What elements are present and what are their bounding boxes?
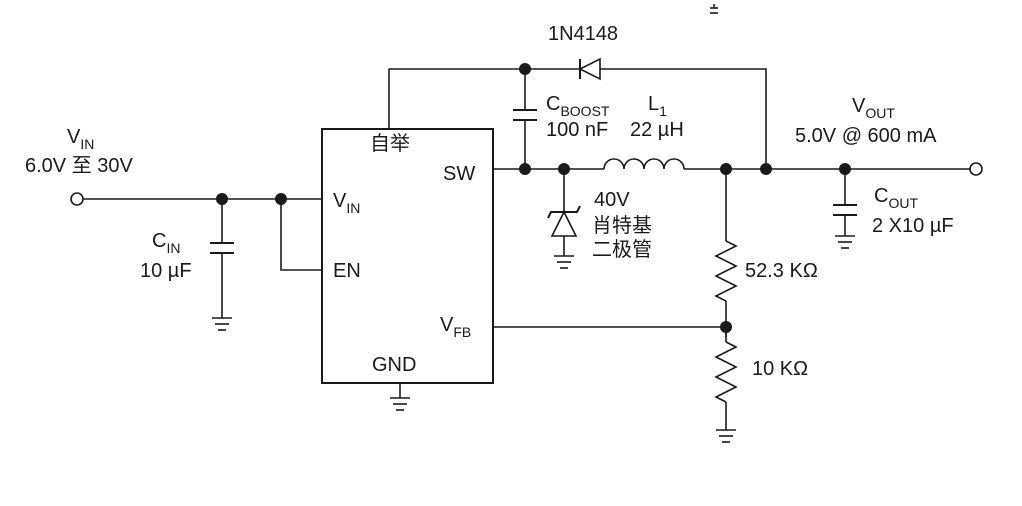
cin-label: CIN — [152, 230, 180, 256]
ic-vfb-pin-label: VFB — [440, 314, 471, 340]
inductor-l1 — [603, 158, 685, 170]
ic-en-label: EN — [333, 260, 361, 282]
diode-1n4148 — [578, 57, 767, 169]
junction-sw-cboost — [519, 163, 531, 175]
vout-label: VOUT — [852, 95, 895, 121]
regulator-ic — [321, 128, 494, 384]
cin-ground-symbol — [212, 317, 232, 331]
resistor-top — [714, 169, 738, 337]
cout-label: COUT — [874, 185, 918, 211]
top-edge-ground-mark — [710, 4, 718, 14]
schottky-diode — [547, 169, 581, 256]
resistor-bottom-value: 10 KΩ — [752, 358, 808, 380]
cin-capacitor — [210, 199, 234, 318]
junction-vin-en — [275, 193, 287, 205]
cout-value: 2 X10 µF — [872, 215, 954, 237]
ic-sw-label: SW — [443, 163, 475, 185]
schottky-ground-symbol — [554, 255, 574, 269]
cout-capacitor — [833, 169, 857, 236]
boost-wire — [388, 68, 580, 129]
resistor-bottom — [714, 327, 738, 430]
cboost-value: 100 nF — [546, 119, 608, 141]
diode-1n4148-label: 1N4148 — [548, 23, 618, 45]
vin-range: 6.0V 至 30V — [25, 155, 134, 177]
vin-terminal — [70, 192, 84, 206]
ic-boost-label: 自举 — [370, 132, 410, 155]
inductor-value: 22 µH — [630, 119, 684, 141]
cout-ground-symbol — [835, 235, 855, 249]
ic-gnd-label: GND — [372, 354, 416, 376]
inductor-label: L1 — [648, 93, 667, 119]
cin-value: 10 µF — [140, 260, 192, 282]
schottky-voltage: 40V — [594, 189, 630, 211]
vout-terminal — [969, 162, 983, 176]
junction-out-diode — [760, 163, 772, 175]
resistor-top-value: 52.3 KΩ — [745, 260, 818, 282]
cboost-capacitor — [513, 69, 537, 169]
vin-label: VIN — [67, 126, 94, 152]
schottky-label-line1: 肖特基 — [592, 214, 652, 237]
cboost-label: CBOOST — [546, 93, 610, 119]
ic-vin-pin-label: VIN — [333, 190, 360, 216]
vout-spec: 5.0V @ 600 mA — [795, 125, 937, 147]
divider-ground-symbol — [716, 429, 736, 443]
en-tie-wire — [280, 199, 322, 271]
schottky-label-line2: 二极管 — [592, 238, 652, 261]
ic-ground-symbol — [390, 383, 410, 411]
